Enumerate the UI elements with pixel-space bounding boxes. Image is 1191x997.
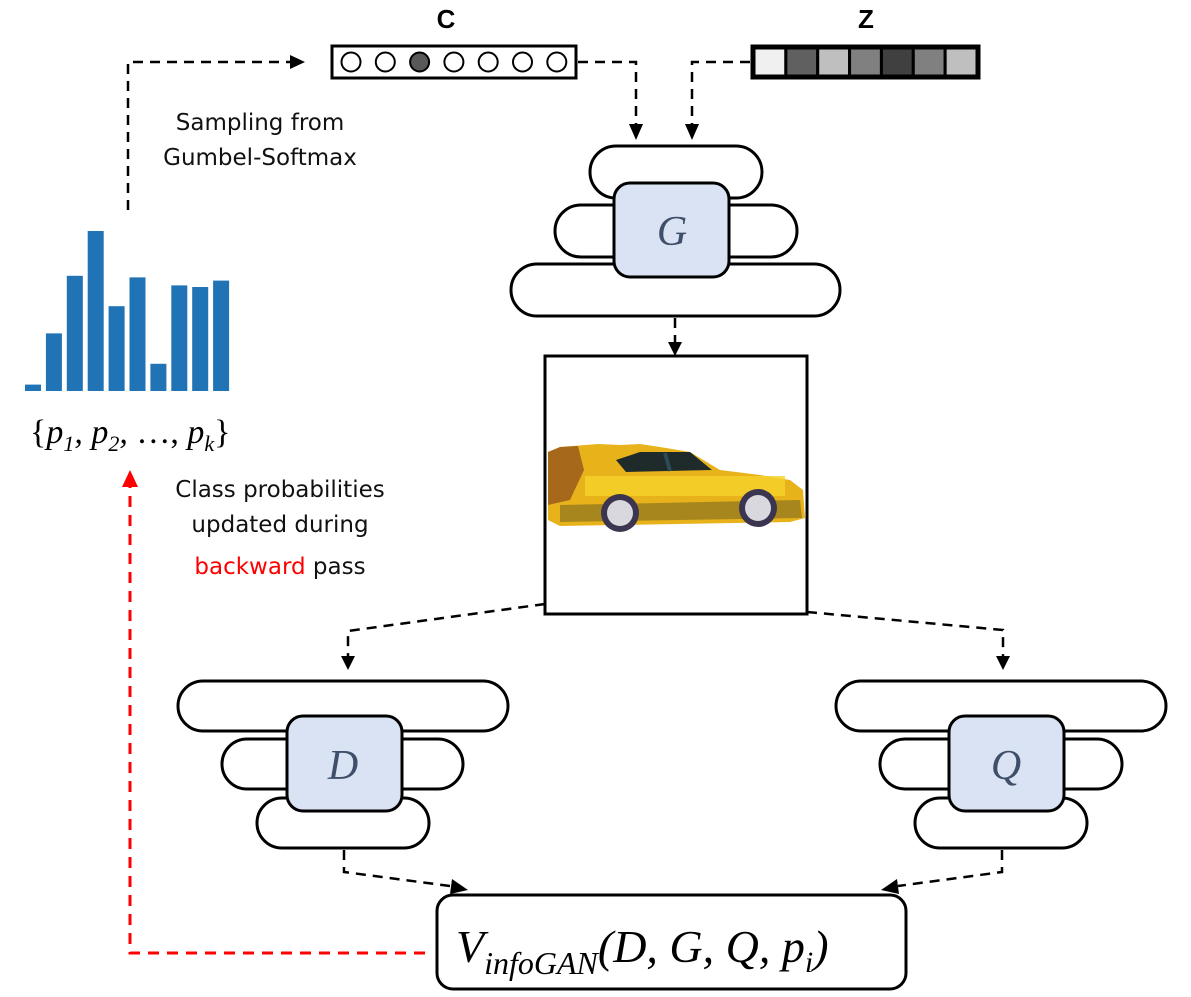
discriminator-network: D (176, 679, 510, 850)
z-cell (816, 46, 852, 78)
image-to-q-arrow (806, 610, 1005, 658)
c-slot-active (409, 51, 431, 73)
z-cell (784, 46, 820, 78)
objective-formula: VinfoGAN(D, G, Q, pi) (456, 921, 829, 981)
c-vector-label: C (437, 4, 456, 34)
class-probability-histogram (25, 231, 230, 391)
histogram-bar-p4 (87, 231, 104, 391)
q-network: Q (834, 679, 1168, 850)
z-cell (752, 46, 788, 78)
c-vector (330, 44, 578, 80)
generator-label: G (657, 209, 687, 255)
z-cell (879, 46, 915, 78)
histogram-bar-p5 (108, 306, 125, 391)
histogram-bar-p7 (150, 363, 167, 391)
image-arrowhead-icon (668, 342, 682, 356)
c-slot (477, 51, 499, 73)
c-slot (340, 51, 362, 73)
d-arrowhead-icon (341, 656, 355, 670)
histogram-bar-p2 (45, 333, 62, 391)
sampling-caption-line1: Sampling from (176, 110, 345, 136)
sampling-caption-line2: Gumbel-Softmax (163, 145, 357, 171)
q-to-objective-arrow (897, 850, 1004, 888)
car-image (548, 444, 805, 532)
z-cell (911, 46, 947, 78)
class-prob-caption-line1: Class probabilities (175, 477, 384, 503)
histogram-bar-p10 (213, 280, 230, 391)
z-arrowhead-icon (685, 124, 699, 140)
generated-image (543, 354, 809, 616)
objective-box: VinfoGAN(D, G, Q, pi) (435, 893, 908, 991)
backward-arrowhead-icon (122, 470, 138, 487)
backward-highlight: backward (194, 554, 305, 580)
c-slot (546, 51, 568, 73)
histogram-bar-p8 (171, 285, 188, 391)
z-cell (943, 46, 979, 78)
probability-set-label: {p1, p2, …, pk} (30, 414, 230, 456)
histogram-bar-p6 (129, 277, 146, 391)
objective-right-arrowhead-icon (881, 879, 899, 894)
z-to-g-arrow (690, 60, 750, 128)
sampling-arrowhead-icon (290, 55, 305, 69)
c-arrowhead-icon (629, 124, 643, 140)
z-cell (848, 46, 883, 78)
z-vector (750, 44, 981, 80)
q-network-label: Q (991, 743, 1021, 789)
generator-network: G (509, 144, 842, 318)
objective-left-arrowhead-icon (450, 879, 468, 894)
c-to-g-arrow (578, 60, 638, 128)
histogram-bar-p3 (66, 275, 83, 391)
c-slot (443, 51, 465, 73)
backward-pass-arrow (128, 485, 425, 955)
c-slot (512, 51, 533, 73)
class-prob-caption-line3: backward pass (194, 554, 365, 580)
discriminator-label: D (327, 743, 358, 789)
class-prob-caption-line2: updated during (191, 512, 368, 538)
sampling-arrow (126, 60, 298, 210)
c-slot (374, 51, 396, 73)
z-vector-label: Z (858, 4, 874, 34)
q-arrowhead-icon (996, 656, 1010, 670)
image-to-d-arrow (346, 602, 546, 658)
d-to-objective-arrow (342, 850, 451, 888)
histogram-bar-p9 (192, 287, 209, 391)
histogram-bar-p1 (25, 384, 41, 391)
